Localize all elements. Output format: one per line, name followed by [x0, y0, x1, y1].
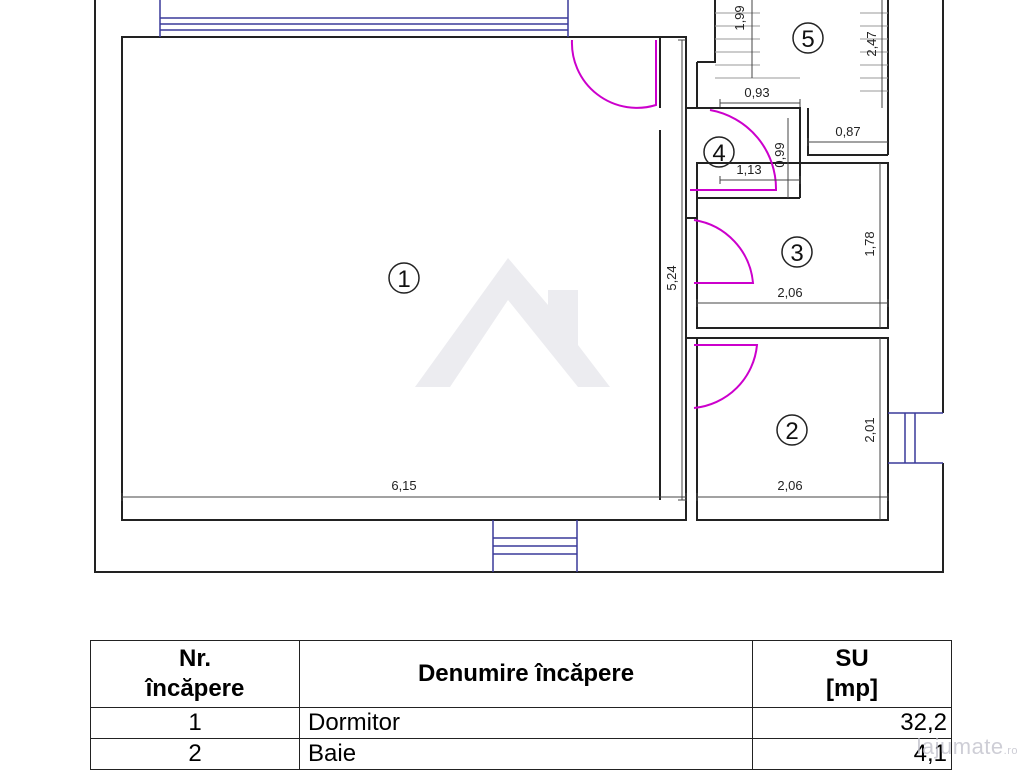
door-room-1 — [570, 39, 657, 109]
row-name: Baie — [299, 738, 753, 770]
door-room-4 — [690, 109, 778, 191]
header-nr: Nr. încăpere — [90, 640, 300, 708]
room-table: Nr. încăpere Denumire încăpere SU [mp] 1… — [90, 640, 952, 770]
stair-lines — [715, 12, 888, 92]
dim-room3-width: 2,06 — [777, 285, 802, 300]
row-name: Dormitor — [299, 707, 753, 739]
corridor-wall-right — [685, 62, 698, 520]
door-room-3 — [693, 219, 755, 284]
room-5-label: 5 — [801, 26, 814, 53]
dim-room1-height: 5,24 — [664, 265, 679, 290]
room-1-label: 1 — [397, 266, 410, 293]
room-3-marker — [781, 236, 813, 268]
room-1-outline — [121, 36, 687, 521]
room-2-label: 2 — [785, 418, 798, 445]
room-2-marker — [776, 414, 808, 446]
row-nr: 1 — [90, 707, 300, 739]
window-bottom — [492, 520, 578, 572]
room-2-outline — [696, 337, 889, 521]
dim-room4-width: 1,13 — [736, 162, 761, 177]
room-4-label: 4 — [712, 140, 725, 167]
room-3-label: 3 — [790, 240, 803, 267]
dim-room4-height: 0,99 — [772, 142, 787, 167]
dim-room5-height-a: 1,99 — [732, 5, 747, 30]
logo-watermark — [415, 258, 610, 387]
dim-room5-width-a: 0,93 — [744, 85, 769, 100]
dim-room3-height: 1,78 — [862, 231, 877, 256]
floor-plan: 6,15 2,06 2,06 1,13 0,93 0,87 5,24 2,01 … — [94, 0, 944, 573]
door-room-2 — [693, 344, 759, 409]
dim-room2-height: 2,01 — [862, 417, 877, 442]
table-header-row: Nr. încăpere Denumire încăpere SU [mp] — [90, 640, 952, 708]
header-su: SU [mp] — [752, 640, 952, 708]
room-1-marker — [388, 262, 420, 294]
room-4-marker — [703, 136, 735, 168]
dim-room2-width: 2,06 — [777, 478, 802, 493]
row-su: 4,1 — [752, 738, 952, 770]
site-watermark: lajumate.ro — [916, 734, 1018, 759]
outer-wall — [94, 0, 944, 573]
table-row: 1 Dormitor 32,2 — [90, 707, 952, 739]
window-top — [159, 0, 569, 37]
header-name: Denumire încăpere — [299, 640, 753, 708]
room-3-outline — [696, 162, 889, 329]
table-row: 2 Baie 4,1 — [90, 738, 952, 770]
window-right — [888, 412, 943, 464]
room-5-marker — [792, 22, 824, 54]
dim-room5-height-b: 2,47 — [864, 31, 879, 56]
row-nr: 2 — [90, 738, 300, 770]
dim-room1-width: 6,15 — [391, 478, 416, 493]
dim-room5-width-b: 0,87 — [835, 124, 860, 139]
